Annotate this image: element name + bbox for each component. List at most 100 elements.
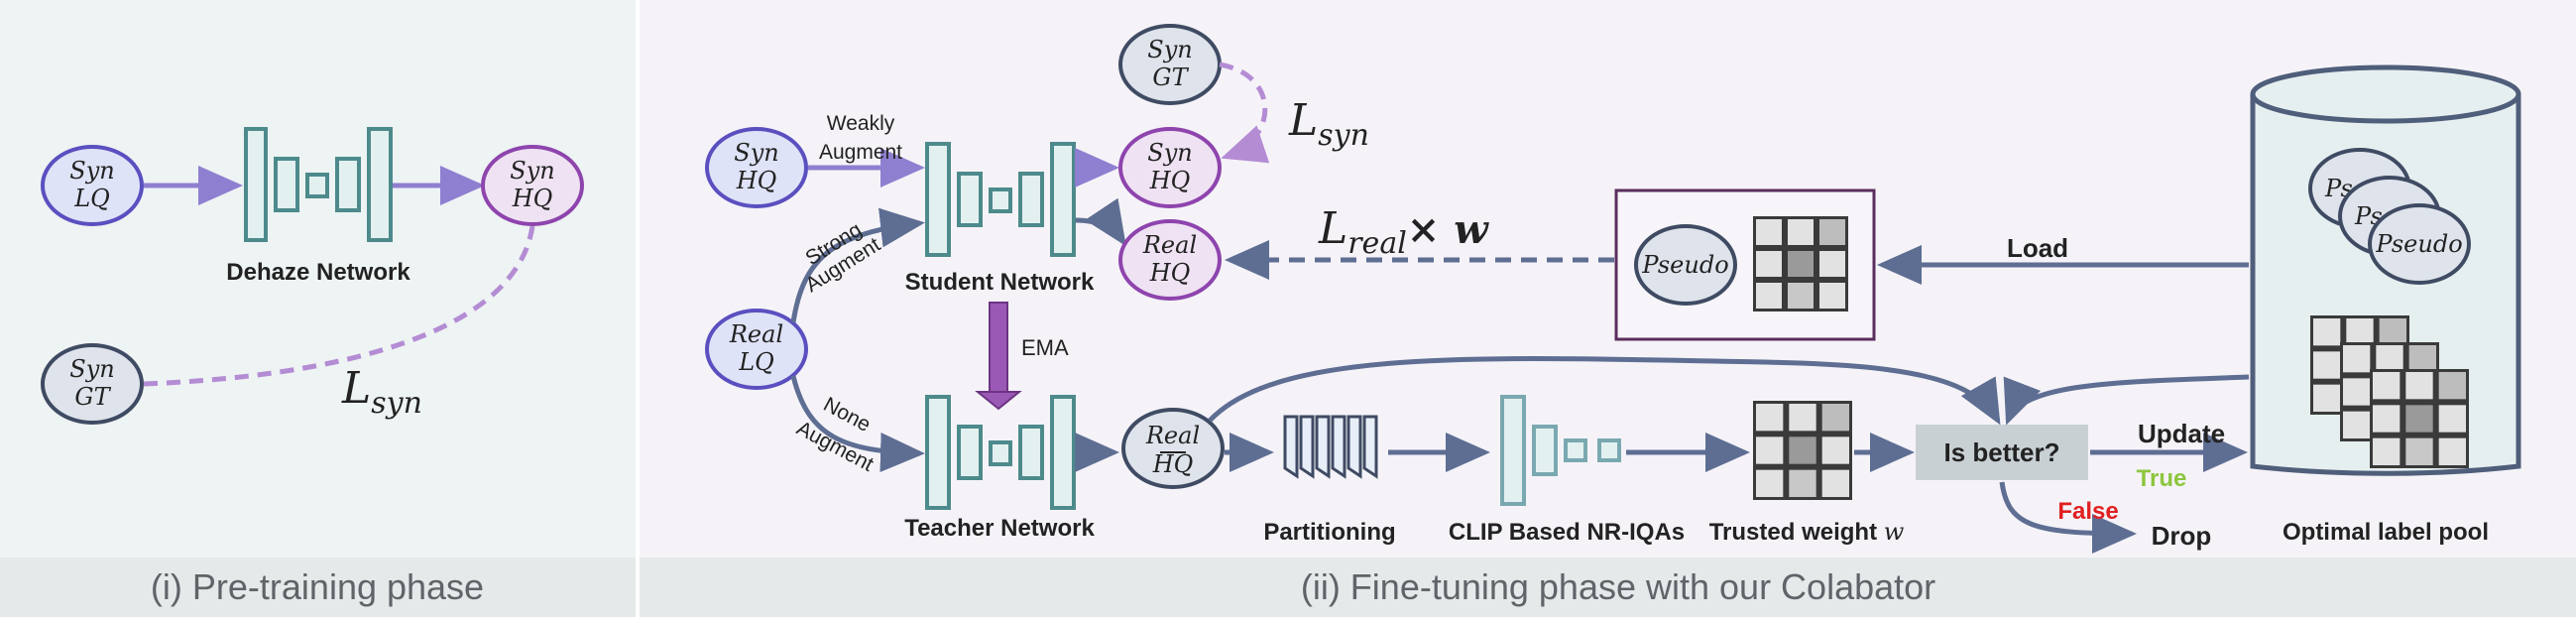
grid-cell [1819,251,1845,277]
partition-stack [1283,415,1378,479]
ema-arrow [975,302,1022,411]
grid-cell [2379,318,2406,346]
node-label: GT [74,383,111,411]
grid-cell [1819,283,1845,309]
grid-cell [2405,437,2433,465]
arrow [1075,197,1126,247]
ft-real-hq-output-node: Real HQ [1118,219,1222,301]
pretrain-loss: Lsyn [341,363,422,421]
grid-cell [1789,469,1816,497]
pool-pseudo-stack: Ps Ps Pseudo [2308,148,2471,285]
dashed-syn-loss-path [1219,62,1270,164]
true-label: True [2137,465,2187,492]
grid-cell [1756,219,1782,245]
pretrain-syn-hq-node: Syn HQ [481,145,584,226]
dashed-loss-path [143,225,535,387]
pretrain-caption-bar [0,558,636,617]
node-label: HQ [736,167,777,194]
grid-cell [2373,405,2400,433]
grid-cell [2313,318,2341,346]
load-label: Load [2007,233,2068,263]
grid-cell [2343,378,2371,406]
clip-network [1500,395,1621,506]
pretrain-syn-gt-node: Syn GT [41,343,144,425]
student-network-label: Student Network [905,269,1095,296]
grid-cell [1788,283,1814,309]
node-label: Real [1145,422,1200,449]
ft-real-hq-teacher-node: Real HQ [1121,408,1225,489]
node-label: Syn [69,355,114,383]
grid-cell [1788,219,1814,245]
trusted-weight-grid [1753,401,1852,500]
grid-cell [1821,469,1849,497]
node-label: Syn [510,157,554,185]
pseudo-weight-grid [1753,216,1848,311]
finetune-caption-bar [640,558,2576,617]
grid-cell [1756,436,1784,464]
node-label: Real [729,320,783,348]
grid-cell [2343,411,2371,438]
grid-cell [2373,372,2400,400]
node-label: Real [1142,231,1197,259]
pseudo-node: Pseudo [1634,224,1737,306]
false-label: False [2057,498,2118,525]
node-label: HQ [512,185,553,212]
grid-cell [1821,404,1849,432]
node-label: LQ [738,348,774,376]
teacher-to-better-arrow [1208,356,2001,426]
finetune-caption: (ii) Fine-tuning phase with our Colabato… [1301,566,1935,607]
is-better-label: Is better? [1943,437,2059,467]
grid-cell [2408,345,2436,373]
grid-cell [2376,345,2403,373]
pool-grid [2370,369,2469,468]
ft-syn-hq-input-node: Syn HQ [705,127,808,208]
ft-syn-loss: Lsyn [1288,95,1369,153]
weak-aug-label: Weakly [827,112,895,135]
node-label: Pseudo [1641,251,1728,279]
pool-label: Pseudo [2375,230,2462,258]
pretrain-syn-lq-node: Syn LQ [41,145,144,226]
grid-cell [2343,345,2371,373]
grid-cell [1821,436,1849,464]
partitioning-label: Partitioning [1263,519,1395,546]
grid-cell [2313,384,2341,412]
teacher-network-label: Teacher Network [904,515,1095,542]
teacher-network [925,395,1076,510]
grid-cell [1756,283,1782,309]
pool-to-better-arrow [2003,374,2250,426]
grid-cell [1756,404,1784,432]
grid-cell [1789,436,1816,464]
grid-cell [2405,372,2433,400]
node-label: HQ [1149,167,1191,194]
ema-label: EMA [1021,335,1069,360]
node-label: Syn [1147,36,1192,63]
student-network [925,142,1076,257]
ft-real-lq-node: Real LQ [705,309,808,390]
grid-cell [2438,437,2466,465]
node-label: LQ [73,185,110,212]
grid-cell [2373,437,2400,465]
grid-cell [2346,318,2374,346]
node-label: HQ [1152,450,1194,478]
grid-cell [2313,351,2341,379]
clip-label: CLIP Based NR-IQAs [1449,519,1685,546]
dehaze-network [244,127,393,242]
grid-cell [1788,251,1814,277]
grid-cell [1789,404,1816,432]
grid-cell [1756,469,1784,497]
pretrain-caption: (i) Pre-training phase [151,566,484,607]
grid-cell [1819,219,1845,245]
grid-cell [2438,405,2466,433]
drop-label: Drop [2152,521,2212,551]
trusted-label: Trusted weight w [1709,518,1905,546]
ft-syn-hq-output-node: Syn HQ [1118,127,1222,208]
pool-label-caption: Optimal label pool [2283,519,2489,546]
node-label: GT [1152,63,1189,91]
weak-aug-label: Augment [819,141,902,164]
grid-cell [2438,372,2466,400]
dehaze-network-label: Dehaze Network [226,259,410,286]
ft-syn-gt-node: Syn GT [1118,24,1222,105]
ft-real-loss: Lreal× w [1318,203,1489,261]
